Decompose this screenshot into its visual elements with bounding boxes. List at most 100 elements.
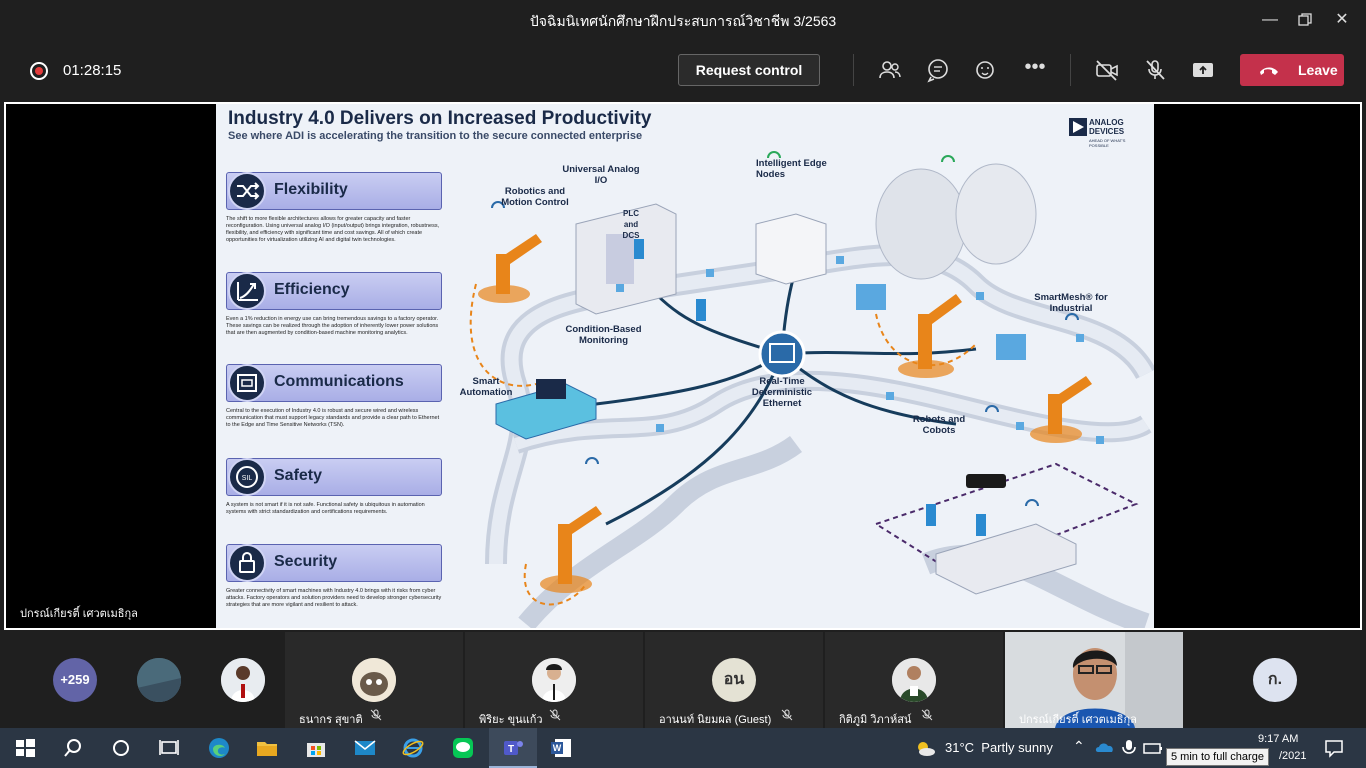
feature-desc: Even a 1% reduction in energy use can br… [226,316,439,336]
teams-taskbar-button[interactable]: T [489,728,537,768]
feature-name: Communications [274,373,404,390]
more-participants-badge[interactable]: +259 [53,658,97,702]
sil-icon: SIL [228,458,266,496]
participant-name: ธนากร สุขาติ [299,714,363,726]
factory-illustration [469,151,1154,628]
avatar [352,658,396,702]
mic-off-icon [781,709,793,721]
avatar[interactable] [221,658,265,702]
battery-charging-icon[interactable] [1141,736,1165,760]
mic-off-icon[interactable] [1142,57,1168,83]
chevron-up-icon[interactable]: ⌃ [1073,738,1085,754]
close-icon[interactable]: ✕ [1335,11,1349,28]
participant-video-tile[interactable]: ปกรณ์เกียรติ์ เศวตเมธิกุล [1005,632,1183,728]
title-bar: ปัจฉิมนิเทศนักศึกษาฝึกประสบการณ์วิชาชีพ … [0,0,1366,40]
label-condition-monitoring: Condition-Based Monitoring [565,324,642,346]
hangup-icon [1260,67,1278,75]
meeting-timer: 01:28:15 [63,62,122,79]
mic-off-icon [549,709,561,721]
participants-icon[interactable] [877,57,903,83]
cortana-icon[interactable] [109,736,133,760]
divider [853,54,854,86]
participant-tile[interactable]: อน อานนท์ นิยมผล (Guest) [645,632,823,728]
windows-start-icon[interactable] [13,736,37,760]
restore-icon[interactable] [1293,8,1317,32]
mail-icon[interactable] [353,736,377,760]
label-robotics: Robotics and Motion Control [501,186,569,208]
participant-name: กิติภูมิ วิภาห์สน์ [839,714,912,726]
factory-diagram: Robotics and Motion Control Universal An… [456,144,1154,628]
slide-title: Industry 4.0 Delivers on Increased Produ… [228,108,652,129]
feature-name: Efficiency [274,281,350,298]
label-edge-nodes: Intelligent Edge Nodes [756,158,827,180]
avatar[interactable] [137,658,181,702]
feature-desc: The shift to more flexible architectures… [226,216,440,243]
camera-off-icon[interactable] [1094,57,1120,83]
participant-name: ปกรณ์เกียรติ์ เศวตเมธิกุล [1019,714,1137,726]
weather-condition: Partly sunny [981,740,1053,755]
share-screen-icon[interactable] [1190,57,1216,83]
label-ethernet: Real-Time Deterministic Ethernet [751,376,813,409]
participant-video [1005,632,1183,728]
avatar: อน [712,658,756,702]
growth-chart-icon [228,272,266,310]
mic-off-icon [921,709,933,721]
system-clock[interactable]: 9:17 AM [1258,732,1298,746]
participant-tile[interactable]: พิริยะ ขุนแก้ว [465,632,643,728]
shuffle-icon [228,172,266,210]
reactions-icon[interactable] [973,57,999,83]
participant-tile[interactable]: กิติภูมิ วิภาห์สน์ [825,632,1003,728]
shared-screen[interactable]: Industry 4.0 Delivers on Increased Produ… [4,102,1362,630]
internet-explorer-icon[interactable] [401,736,425,760]
feature-desc: Greater connectivity of smart machines w… [226,588,442,608]
label-robots-cobots: Robots and Cobots [912,414,966,436]
slide-subtitle: See where ADI is accelerating the transi… [228,130,643,142]
ethernet-icon [228,364,266,402]
logo-line-1: ANALOG [1089,118,1124,127]
request-control-button[interactable]: Request control [678,54,820,86]
label-universal-io: Universal Analog I/O [562,164,640,186]
edge-icon[interactable] [207,736,231,760]
logo-tagline: AHEAD OF WHAT'S POSSIBLE [1089,138,1126,148]
file-explorer-icon[interactable] [255,736,279,760]
mic-off-icon [370,709,382,721]
word-icon[interactable]: W [549,736,573,760]
svg-text:SIL: SIL [242,475,253,482]
feature-name: Security [274,553,338,570]
line-app-icon[interactable] [451,736,475,760]
time: 9:17 AM [1258,733,1299,745]
partly-sunny-icon[interactable] [913,736,937,760]
feature-desc: Central to the execution of Industry 4.0… [226,408,440,428]
weather-widget[interactable]: 31°C Partly sunny [945,740,1053,755]
participant-name: อานนท์ นิยมผล (Guest) [659,714,772,726]
svg-text:W: W [553,743,562,753]
date: /2021 [1279,750,1307,762]
search-icon[interactable] [61,736,85,760]
leave-button[interactable]: Leave [1240,54,1344,86]
notifications-icon[interactable] [1322,736,1346,760]
participant-tile[interactable]: ธนากร สุขาติ [285,632,463,728]
presenter-name: ปกรณ์เกียรติ์ เศวตเมธิกุล [20,608,138,620]
avatar [532,658,576,702]
feature-name: Flexibility [274,181,348,198]
leave-label: Leave [1298,62,1338,78]
battery-tooltip: 5 min to full charge [1166,748,1269,766]
recording-icon [30,62,48,80]
avatar [892,658,936,702]
microphone-icon[interactable] [1117,736,1141,760]
onedrive-icon[interactable] [1093,736,1117,760]
minimize-icon[interactable]: — [1262,11,1278,28]
chat-icon[interactable] [925,57,951,83]
meeting-toolbar: 01:28:15 Request control ••• Leave [0,40,1366,102]
task-view-icon[interactable] [157,736,181,760]
avatar[interactable]: ก. [1253,658,1297,702]
presentation-slide: Industry 4.0 Delivers on Increased Produ… [216,104,1154,628]
more-actions-icon[interactable]: ••• [1024,56,1046,78]
feature-desc: A system is not smart if it is not safe.… [226,502,425,515]
label-plc: PLC and DCS [622,209,640,240]
teams-icon: T [504,741,523,755]
store-icon[interactable] [304,736,328,760]
window-title: ปัจฉิมนิเทศนักศึกษาฝึกประสบการณ์วิชาชีพ … [529,13,837,29]
windows-taskbar: T W 31°C Partly sunny ⌃ 9:17 AM /2021 [0,728,1366,768]
